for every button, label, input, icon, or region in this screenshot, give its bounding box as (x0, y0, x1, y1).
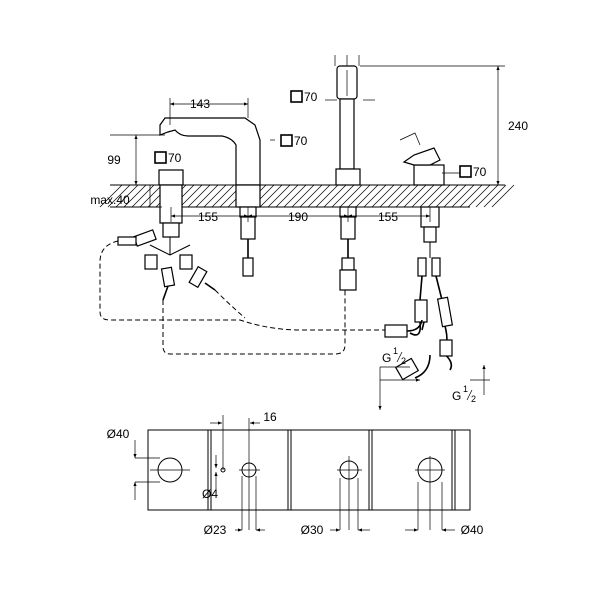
hatch-line (331, 184, 355, 208)
dim-40-right: Ø40 (461, 523, 484, 537)
elevation-dimensions (110, 65, 505, 410)
square-callout-4: 70 (459, 165, 487, 179)
hatch-line (379, 184, 403, 208)
hatch-line (403, 184, 427, 208)
hatch-line (179, 184, 203, 208)
hatch-line (363, 184, 387, 208)
elevation-view: 143 240 99 max.40 155 190 155 70 70 70 7… (90, 55, 528, 410)
plan-dimensions (133, 421, 455, 532)
hatch-line (107, 184, 131, 208)
hatch-line (427, 184, 451, 208)
hatch-line (467, 184, 491, 208)
g-thread-left: G 1 2 (382, 346, 406, 366)
hatch-line (419, 184, 443, 208)
hatch-line (307, 184, 331, 208)
hatch-line (451, 184, 475, 208)
g-thread-right-den: 2 (471, 394, 476, 404)
hatch-line (435, 184, 459, 208)
dim-155-right: 155 (378, 210, 398, 224)
hatch-line (99, 184, 123, 208)
square-label-4: 70 (473, 165, 487, 179)
left-splitter (117, 229, 216, 301)
hatch-line (211, 184, 235, 208)
dim-240: 240 (508, 119, 528, 133)
hatch-line (123, 184, 147, 208)
dim-190: 190 (288, 210, 308, 224)
mixer-spout (158, 98, 261, 208)
dim-16: 16 (263, 410, 277, 424)
g-thread-left-num: 1 (393, 346, 398, 356)
hatch-line (339, 184, 363, 208)
hatch-line (459, 184, 483, 208)
square-callout-1: 70 (290, 90, 318, 104)
hatch-line (395, 184, 419, 208)
hatch-line (371, 184, 395, 208)
dim-23: Ø23 (204, 523, 227, 537)
hatch-line (299, 184, 323, 208)
hatch-line (275, 184, 299, 208)
hatch-line (259, 184, 283, 208)
hatch-line (483, 184, 507, 208)
hatch-line (291, 184, 315, 208)
hatch-line (491, 184, 515, 208)
hatch-line (283, 184, 307, 208)
diverter-body (394, 206, 454, 381)
g-thread-left-den: 2 (401, 356, 406, 366)
square-callout-3: 70 (154, 151, 182, 165)
square-callout-2: 70 (280, 134, 308, 148)
hatch-line (411, 184, 435, 208)
dim-99: 99 (107, 153, 121, 167)
hatch-line (443, 184, 467, 208)
dim-4: Ø4 (202, 487, 218, 501)
hatch-line (267, 184, 291, 208)
hose-loops (99, 240, 423, 355)
dim-max40: max.40 (90, 193, 130, 207)
hatch-line (315, 184, 339, 208)
hatch-line (187, 184, 211, 208)
g-thread-right: G 1 2 (452, 384, 476, 404)
hatch-line (195, 184, 219, 208)
hatch-line (475, 184, 499, 208)
hatch-line (115, 184, 139, 208)
g-thread-left-prefix: G (382, 351, 391, 365)
dim-30: Ø30 (301, 523, 324, 537)
hatch-line (203, 184, 227, 208)
hatch-line (355, 184, 379, 208)
hatch-line (347, 184, 371, 208)
square-label-1: 70 (304, 90, 318, 104)
diverter-handle (399, 132, 445, 186)
g-thread-right-prefix: G (452, 389, 461, 403)
hatch-line (387, 184, 411, 208)
dim-155-left: 155 (198, 210, 218, 224)
square-label-2: 70 (294, 134, 308, 148)
hatch-line (139, 184, 163, 208)
dim-40-left: Ø40 (107, 427, 130, 441)
hatch-line (323, 184, 347, 208)
square-label-3: 70 (168, 151, 182, 165)
plan-view: Ø40 16 Ø4 Ø23 Ø30 Ø40 (107, 410, 484, 537)
g-thread-right-num: 1 (463, 384, 468, 394)
dim-143: 143 (190, 97, 210, 111)
hand-shower (334, 55, 361, 186)
left-valve-body (159, 184, 183, 238)
